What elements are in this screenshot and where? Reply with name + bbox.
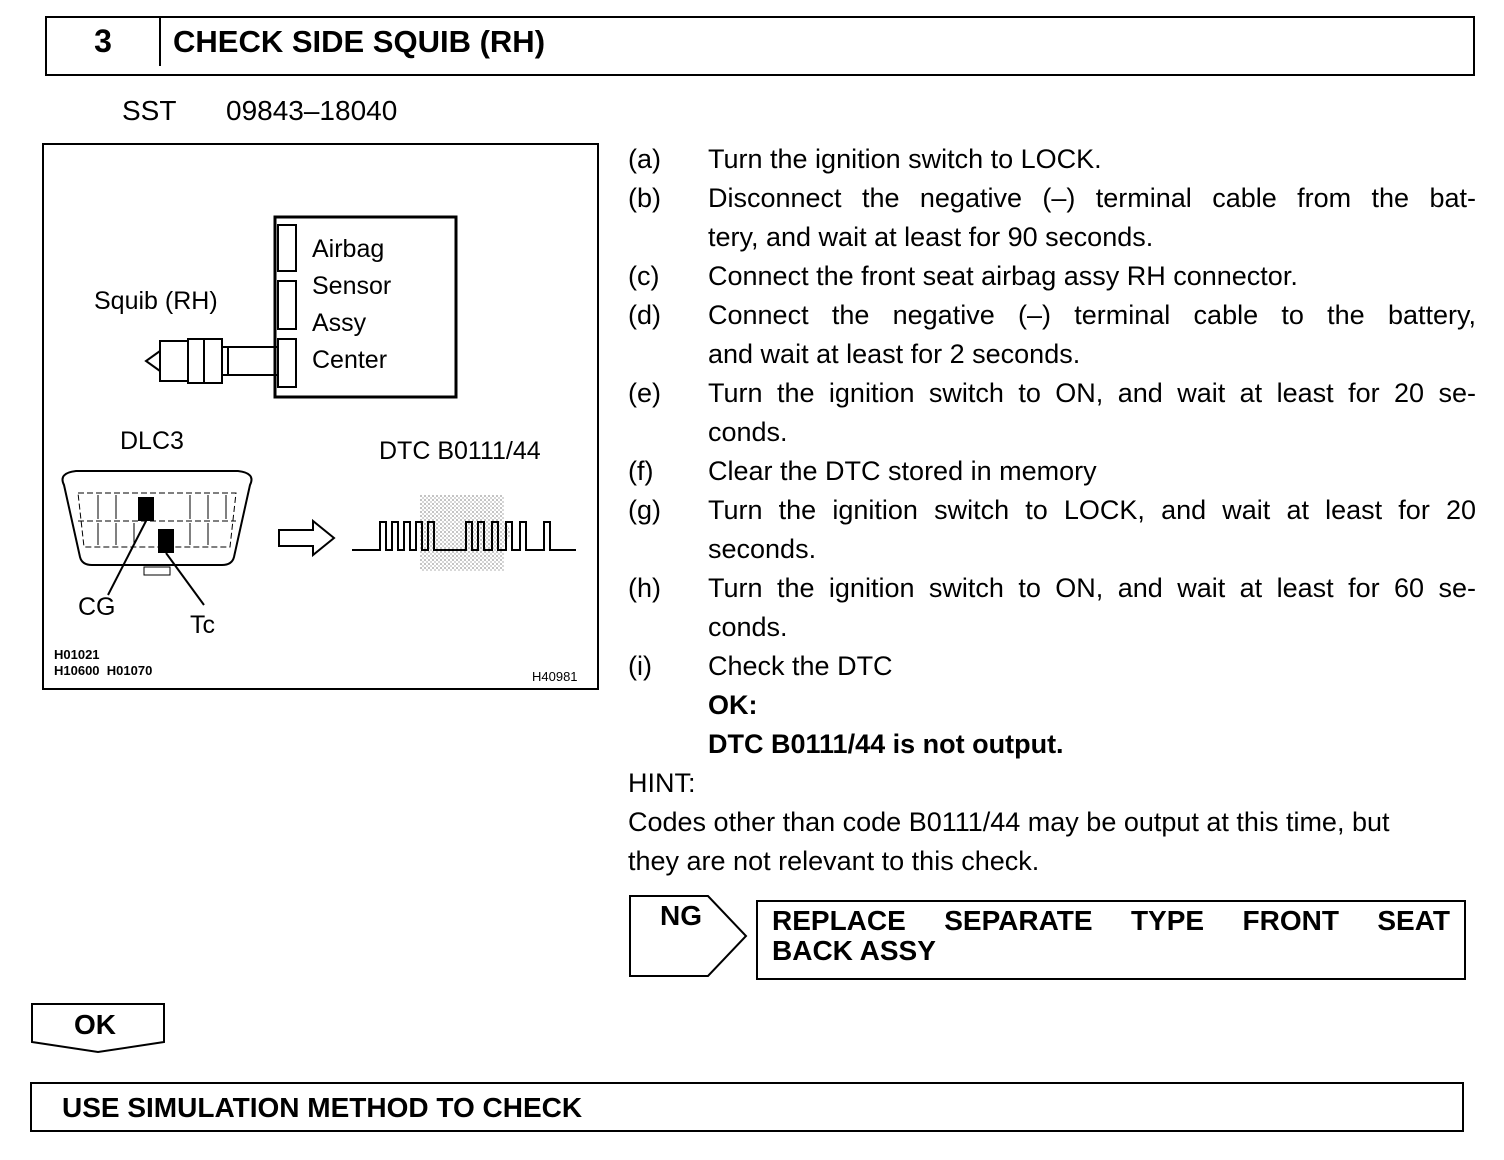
hint-text: Codes other than code B0111/44 may be ou… <box>628 807 1390 837</box>
airbag-sensor-box <box>273 215 458 399</box>
figure-frame <box>42 143 599 690</box>
ok-criteria-label: OK: <box>708 690 758 720</box>
procedure-step: (e) Turn the ignition switch to ON, and … <box>628 374 1476 452</box>
hint-text: they are not relevant to this check. <box>628 846 1040 876</box>
step-line: conds. <box>708 612 788 642</box>
ng-action-word: SEPARATE <box>944 905 1093 936</box>
airbag-sensor-line: Sensor <box>312 272 392 300</box>
procedure-steps: (a) Turn the ignition switch to LOCK. (b… <box>628 140 1476 881</box>
tc-label: Tc <box>190 611 215 639</box>
ng-action-line: REPLACE SEPARATE TYPE FRONT SEAT <box>772 906 1450 936</box>
step-text: Connect the front seat airbag assy RH co… <box>708 257 1476 296</box>
procedure-step: (i) Check the DTC <box>628 647 1476 686</box>
step-number: 3 <box>47 18 161 66</box>
dlc3-connector <box>61 470 253 606</box>
airbag-sensor-label: Airbag Sensor Assy Center <box>312 231 391 379</box>
step-line: Turn the ignition switch to ON, and wait… <box>708 573 1476 603</box>
airbag-sensor-line: Airbag <box>312 235 385 263</box>
step-line: Check the DTC <box>708 651 893 681</box>
cg-label: CG <box>78 593 116 621</box>
step-text: Turn the ignition switch to LOCK. <box>708 140 1476 179</box>
step-line: Connect the front seat airbag assy RH co… <box>708 261 1298 291</box>
step-text: Disconnect the negative (–) terminal cab… <box>708 179 1476 257</box>
step-header: 3 CHECK SIDE SQUIB (RH) <box>45 16 1475 76</box>
step-text: Clear the DTC stored in memory <box>708 452 1476 491</box>
ng-action-word: SEAT <box>1377 905 1450 936</box>
step-letter: (i) <box>628 651 652 681</box>
ng-action-line: BACK ASSY <box>772 935 936 966</box>
step-letter: (b) <box>628 183 661 213</box>
step-line: Clear the DTC stored in memory <box>708 456 1097 486</box>
dlc3-label: DLC3 <box>120 427 184 455</box>
ok-label: OK <box>74 1009 116 1040</box>
step-text: Connect the negative (–) terminal cable … <box>708 296 1476 374</box>
next-step-box: USE SIMULATION METHOD TO CHECK <box>30 1082 1464 1132</box>
step-line: Disconnect the negative (–) terminal cab… <box>708 183 1476 213</box>
step-text: Turn the ignition switch to ON, and wait… <box>708 374 1476 452</box>
tc-terminal <box>158 529 174 553</box>
figure-code-line: H01021 <box>54 647 100 662</box>
next-step-text: USE SIMULATION METHOD TO CHECK <box>62 1092 583 1123</box>
procedure-step: (f) Clear the DTC stored in memory <box>628 452 1476 491</box>
dtc-waveform <box>352 495 576 571</box>
procedure-step: (g) Turn the ignition switch to LOCK, an… <box>628 491 1476 569</box>
procedure-step: (c) Connect the front seat airbag assy R… <box>628 257 1476 296</box>
step-line: Turn the ignition switch to ON, and wait… <box>708 378 1476 408</box>
cg-terminal <box>138 497 154 521</box>
step-text: Check the DTC <box>708 647 1476 686</box>
figure-code: H40981 <box>532 669 578 684</box>
hint-label: HINT: <box>628 768 696 798</box>
ng-arrow-box <box>629 895 748 977</box>
ng-action-word: TYPE <box>1130 905 1205 936</box>
dtc-label: DTC B0111/44 <box>379 437 541 465</box>
ok-arrow-box <box>31 1003 165 1054</box>
step-line: Connect the negative (–) terminal cable … <box>708 300 1476 330</box>
airbag-sensor-line: Assy <box>312 309 367 337</box>
sst-label: SST <box>122 95 177 126</box>
squib-connector <box>144 338 279 384</box>
arrow-icon <box>278 518 336 558</box>
step-title: CHECK SIDE SQUIB (RH) <box>173 24 546 59</box>
step-letter: (g) <box>628 495 661 525</box>
procedure-step: (b) Disconnect the negative (–) terminal… <box>628 179 1476 257</box>
procedure-step: (d) Connect the negative (–) terminal ca… <box>628 296 1476 374</box>
ok-criteria: OK: DTC B0111/44 is not output. <box>628 686 1476 764</box>
step-line: conds. <box>708 417 788 447</box>
step-line: Turn the ignition switch to LOCK. <box>708 144 1102 174</box>
ng-action-word: REPLACE <box>772 905 906 936</box>
ok-criteria-text: DTC B0111/44 is not output. <box>708 729 1064 759</box>
procedure-step: (h) Turn the ignition switch to ON, and … <box>628 569 1476 647</box>
ng-action-box: REPLACE SEPARATE TYPE FRONT SEAT BACK AS… <box>756 900 1466 980</box>
step-text: Turn the ignition switch to LOCK, and wa… <box>708 491 1476 569</box>
ng-label: NG <box>660 900 702 931</box>
procedure-step: (a) Turn the ignition switch to LOCK. <box>628 140 1476 179</box>
step-text: Turn the ignition switch to ON, and wait… <box>708 569 1476 647</box>
step-letter: (f) <box>628 456 654 486</box>
step-letter: (e) <box>628 378 661 408</box>
step-line: Turn the ignition switch to LOCK, and wa… <box>708 495 1476 525</box>
figure-codes: H01021 H10600 H01070 <box>54 647 152 679</box>
step-letter: (h) <box>628 573 661 603</box>
sst-line: SST 09843–18040 <box>122 95 397 127</box>
step-letter: (a) <box>628 144 661 174</box>
figure-code-line: H10600 H01070 <box>54 663 153 678</box>
ng-action-word: FRONT <box>1242 905 1339 936</box>
sst-number: 09843–18040 <box>226 95 398 126</box>
wiring-figure: Airbag Sensor Assy Center Squib (RH) DLC… <box>36 143 600 691</box>
step-letter: (d) <box>628 300 661 330</box>
squib-label: Squib (RH) <box>94 287 218 315</box>
airbag-sensor-line: Center <box>312 346 388 374</box>
step-line: tery, and wait at least for 90 seconds. <box>708 222 1154 252</box>
step-line: and wait at least for 2 seconds. <box>708 339 1081 369</box>
figure-drawing <box>42 143 599 690</box>
step-line: seconds. <box>708 534 817 564</box>
hint: HINT: Codes other than code B0111/44 may… <box>628 764 1476 881</box>
step-letter: (c) <box>628 261 660 291</box>
